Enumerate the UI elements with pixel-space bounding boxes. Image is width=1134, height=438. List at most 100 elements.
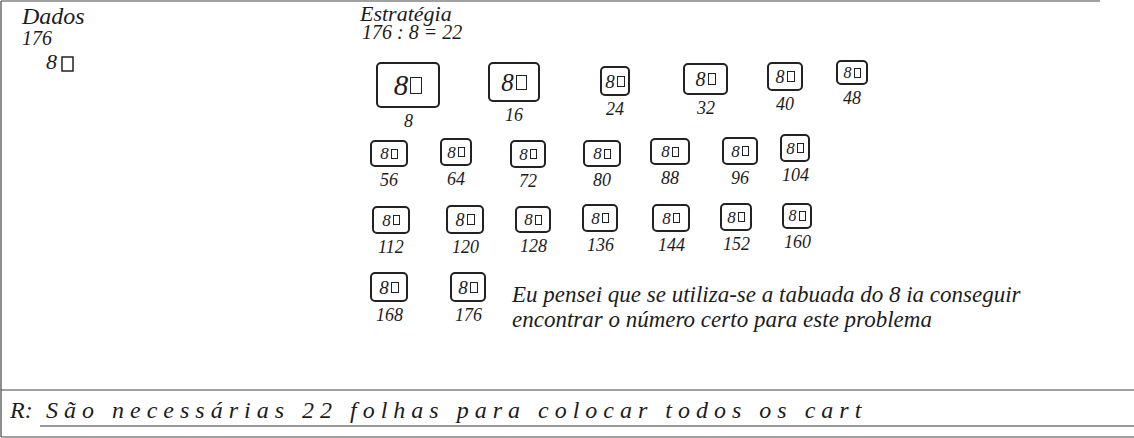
cumulative-total: 64 bbox=[447, 170, 465, 188]
sheet-box: 8 bbox=[510, 140, 546, 168]
sheet-box: 8 bbox=[376, 62, 440, 108]
sheet-square bbox=[467, 214, 475, 225]
sheet-node: 88 bbox=[376, 62, 440, 132]
sheet-node: 8 128 bbox=[515, 206, 551, 257]
sheet-count: 8 bbox=[662, 210, 671, 227]
sheet-node: 864 bbox=[440, 138, 472, 190]
cumulative-total: 48 bbox=[843, 89, 861, 107]
sheet-count: 8 bbox=[524, 211, 533, 228]
sheet-box: 8 bbox=[372, 206, 410, 234]
sheet-count: 8 bbox=[456, 211, 465, 229]
sheet-node: 880 bbox=[583, 140, 621, 191]
sheet-square bbox=[787, 71, 795, 82]
sheet-node: 8 48 bbox=[836, 60, 868, 109]
sheet-node: 816 bbox=[488, 62, 540, 126]
sheet-node: 8 40 bbox=[767, 62, 803, 115]
sheet-node: 8 120 bbox=[446, 205, 484, 258]
sheet-square bbox=[535, 215, 542, 225]
cumulative-total: 32 bbox=[697, 99, 715, 117]
data-number: 176 bbox=[22, 28, 52, 49]
sheet-node: 8104 bbox=[780, 134, 810, 186]
frame-line bbox=[1, 0, 1100, 1]
sheet-square bbox=[530, 149, 537, 159]
cumulative-total: 168 bbox=[376, 306, 403, 324]
sheet-box: 8 bbox=[767, 62, 803, 91]
sheet-box: 8 bbox=[720, 203, 752, 231]
sheet-node: 8 160 bbox=[782, 203, 812, 253]
sheet-square bbox=[602, 213, 609, 223]
sheet-square bbox=[708, 73, 716, 85]
frame-line bbox=[0, 1, 1, 390]
sheet-box: 8 bbox=[650, 138, 690, 165]
frame-line bbox=[0, 390, 1, 437]
cumulative-total: 112 bbox=[378, 238, 404, 256]
sheet-box: 8 bbox=[446, 205, 484, 234]
sheet-square bbox=[799, 211, 806, 221]
sheet-count: 8 bbox=[501, 70, 514, 95]
sheet-square bbox=[391, 282, 399, 293]
sheet-count: 8 bbox=[844, 65, 852, 81]
frame-line bbox=[1, 389, 1134, 390]
sheet-node: 8 32 bbox=[683, 63, 728, 119]
sheet-count: 8 bbox=[380, 145, 389, 162]
sheet-square bbox=[742, 146, 749, 156]
sheet-box: 8 bbox=[582, 204, 618, 232]
sheet-count: 8 bbox=[661, 143, 670, 160]
sheet-box: 8 bbox=[836, 60, 868, 85]
sheet-count: 8 bbox=[394, 71, 409, 100]
cumulative-total: 128 bbox=[520, 237, 547, 255]
sheet-node: 8176 bbox=[450, 272, 486, 326]
cumulative-total: 40 bbox=[776, 95, 794, 113]
sheet-square bbox=[516, 75, 527, 90]
cumulative-total: 72 bbox=[519, 172, 537, 190]
cumulative-total: 160 bbox=[784, 233, 811, 251]
sheet-count: 8 bbox=[789, 208, 797, 224]
sheet-node: 888 bbox=[650, 138, 690, 189]
data-number: 8 bbox=[46, 50, 57, 73]
sheet-count: 8 bbox=[605, 72, 615, 91]
sheet-count: 8 bbox=[727, 209, 736, 226]
sheet-node: 856 bbox=[370, 140, 408, 191]
cumulative-total: 144 bbox=[658, 236, 685, 254]
sheet-node: 8152 bbox=[720, 203, 752, 255]
cumulative-total: 24 bbox=[606, 100, 624, 118]
cumulative-total: 96 bbox=[731, 169, 749, 187]
cumulative-total: 120 bbox=[452, 238, 479, 256]
sheet-square bbox=[854, 68, 861, 78]
sheet-square bbox=[617, 76, 625, 87]
sheet-square bbox=[673, 213, 680, 223]
note-text: Eu pensei que se utiliza-se a tabuada do… bbox=[512, 283, 1052, 333]
sheet-count: 8 bbox=[591, 210, 600, 227]
sheet-count: 8 bbox=[786, 140, 795, 157]
sheet-node: 8 136 bbox=[582, 204, 618, 256]
sheet-box: 8 bbox=[370, 272, 408, 302]
sheet-node: 896 bbox=[722, 137, 758, 189]
sheet-count: 8 bbox=[519, 146, 528, 163]
sheet-count: 8 bbox=[696, 69, 706, 89]
sheet-count: 8 bbox=[776, 68, 785, 86]
sheet-square bbox=[738, 212, 745, 222]
sheet-node: 8 72 bbox=[510, 140, 546, 192]
sheet-square bbox=[672, 147, 679, 157]
cumulative-total: 80 bbox=[593, 171, 611, 189]
answer-text: São necessárias 22 folhas para colocar t… bbox=[46, 398, 867, 423]
sheet-box: 8 bbox=[652, 204, 690, 232]
sheet-box: 8 bbox=[450, 272, 486, 302]
sheet-box: 8 bbox=[722, 137, 758, 165]
sheet-node: 8 24 bbox=[600, 66, 630, 120]
sheet-count: 8 bbox=[382, 212, 391, 229]
sheet-square bbox=[797, 143, 804, 153]
sheet-square bbox=[470, 282, 478, 293]
sheet-square bbox=[391, 149, 398, 159]
sheet-node: 8 112 bbox=[372, 206, 410, 258]
sheet-box: 8 bbox=[782, 203, 812, 229]
sheet-node: 8168 bbox=[370, 272, 408, 326]
cumulative-total: 136 bbox=[587, 236, 614, 254]
answer-underline bbox=[40, 426, 1134, 427]
cumulative-total: 8 bbox=[404, 112, 413, 130]
sheet-box: 8 bbox=[515, 206, 551, 233]
sheet-box: 8 bbox=[583, 140, 621, 167]
sheet-sketch bbox=[62, 57, 73, 71]
sheet-count: 8 bbox=[458, 278, 468, 297]
